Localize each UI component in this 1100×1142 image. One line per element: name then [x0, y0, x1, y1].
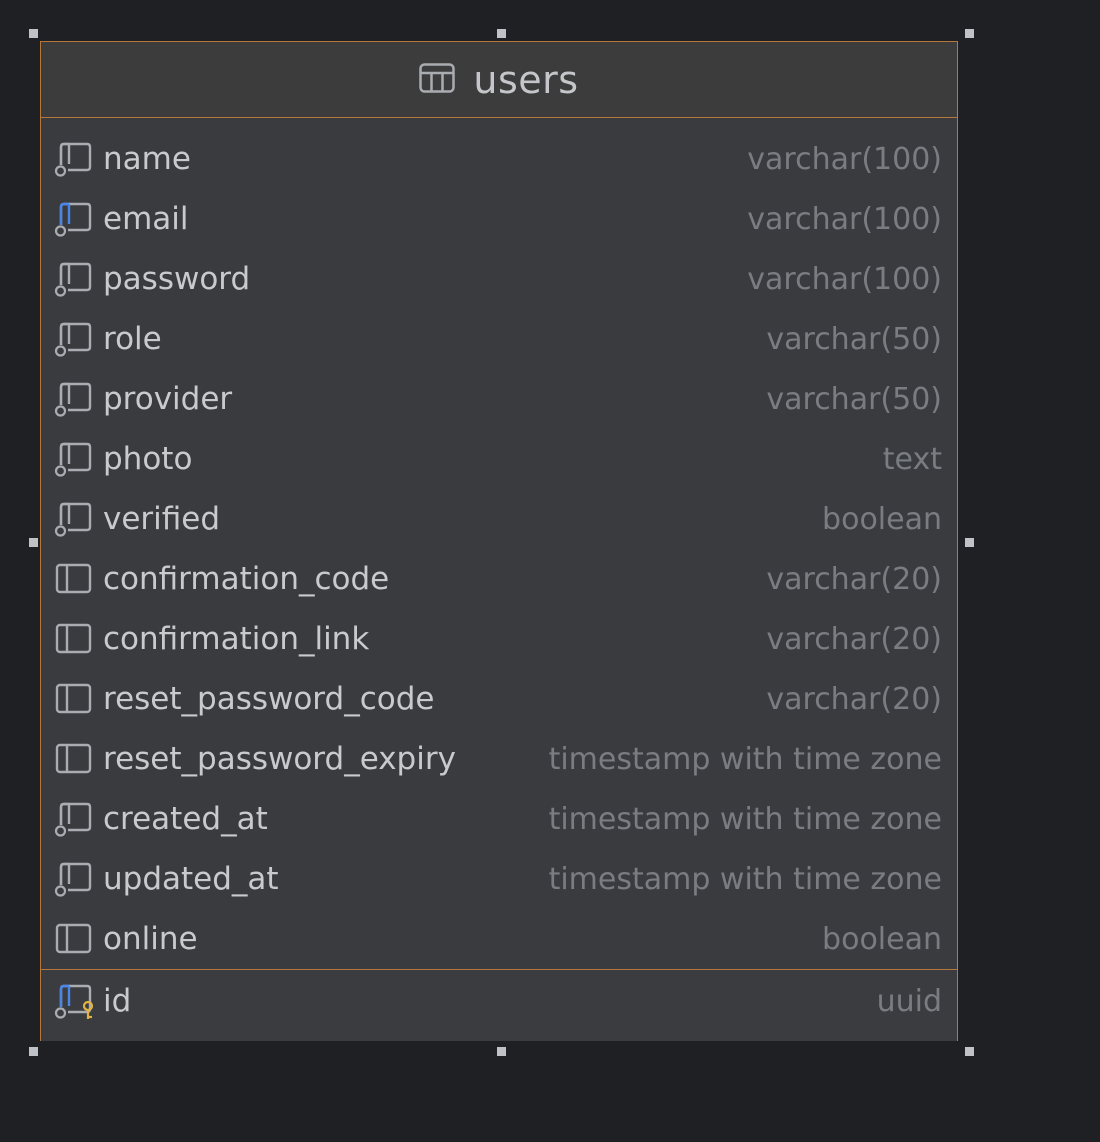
column-row-name[interactable]: name varchar(100): [41, 129, 957, 189]
column-name: photo: [103, 441, 193, 477]
column-row-reset-password-code[interactable]: reset_password_code varchar(20): [41, 669, 957, 729]
column-icon: [54, 739, 94, 779]
column-name: password: [103, 261, 251, 297]
column-icon: [54, 679, 94, 719]
column-not-null-icon: [54, 139, 94, 179]
column-type: text: [882, 441, 942, 477]
column-name: created_at: [103, 801, 268, 837]
column-name: reset_password_expiry: [103, 741, 456, 777]
resize-handle-left[interactable]: [29, 538, 38, 547]
resize-handle-top[interactable]: [497, 29, 506, 38]
column-not-null-icon: [54, 379, 94, 419]
column-type: varchar(100): [747, 261, 942, 297]
table-grid-icon: [419, 62, 456, 97]
column-row-primary-key[interactable]: id uuid: [41, 970, 957, 1032]
column-type: timestamp with time zone: [548, 861, 942, 897]
column-name: id: [103, 983, 132, 1019]
column-type: varchar(50): [766, 321, 942, 357]
column-not-null-icon: [54, 799, 94, 839]
column-name: updated_at: [103, 861, 279, 897]
column-name: verified: [103, 501, 221, 537]
table-header[interactable]: users: [41, 42, 957, 118]
column-row-password[interactable]: password varchar(100): [41, 249, 957, 309]
primary-key-section: id uuid: [41, 969, 957, 1041]
column-type: boolean: [822, 921, 942, 957]
column-row-role[interactable]: role varchar(50): [41, 309, 957, 369]
primary-key-column-icon: [54, 981, 94, 1021]
column-type: varchar(50): [766, 381, 942, 417]
column-row-provider[interactable]: provider varchar(50): [41, 369, 957, 429]
table-title: users: [473, 57, 579, 102]
column-type: varchar(20): [766, 681, 942, 717]
column-row-email[interactable]: email varchar(100): [41, 189, 957, 249]
column-icon: [54, 919, 94, 959]
resize-handle-right[interactable]: [965, 538, 974, 547]
column-name: email: [103, 201, 189, 237]
resize-handle-bottom-right[interactable]: [965, 1047, 974, 1056]
column-icon: [54, 559, 94, 599]
column-name: name: [103, 141, 191, 177]
resize-handle-top-right[interactable]: [965, 29, 974, 38]
column-name: provider: [103, 381, 233, 417]
column-type: boolean: [822, 501, 942, 537]
column-row-verified[interactable]: verified boolean: [41, 489, 957, 549]
column-name: confirmation_code: [103, 561, 390, 597]
column-not-null-icon: [54, 259, 94, 299]
column-name: role: [103, 321, 162, 357]
column-not-null-icon: [54, 859, 94, 899]
column-row-reset-password-expiry[interactable]: reset_password_expiry timestamp with time…: [41, 729, 957, 789]
column-row-confirmation-code[interactable]: confirmation_code varchar(20): [41, 549, 957, 609]
column-type: uuid: [876, 983, 942, 1019]
resize-handle-bottom-left[interactable]: [29, 1047, 38, 1056]
column-type: varchar(20): [766, 561, 942, 597]
column-type: timestamp with time zone: [548, 801, 942, 837]
column-type: varchar(100): [747, 141, 942, 177]
column-type: varchar(20): [766, 621, 942, 657]
column-name: online: [103, 921, 198, 957]
column-indexed-not-null-icon: [54, 199, 94, 239]
column-name: confirmation_link: [103, 621, 370, 657]
column-row-photo[interactable]: photo text: [41, 429, 957, 489]
column-not-null-icon: [54, 439, 94, 479]
column-row-confirmation-link[interactable]: confirmation_link varchar(20): [41, 609, 957, 669]
column-not-null-icon: [54, 499, 94, 539]
resize-handle-bottom[interactable]: [497, 1047, 506, 1056]
column-icon: [54, 619, 94, 659]
column-not-null-icon: [54, 319, 94, 359]
column-name: reset_password_code: [103, 681, 435, 717]
column-row-updated-at[interactable]: updated_at timestamp with time zone: [41, 849, 957, 909]
resize-handle-top-left[interactable]: [29, 29, 38, 38]
column-type: timestamp with time zone: [548, 741, 942, 777]
column-row-created-at[interactable]: created_at timestamp with time zone: [41, 789, 957, 849]
column-row-online[interactable]: online boolean: [41, 909, 957, 969]
column-type: varchar(100): [747, 201, 942, 237]
